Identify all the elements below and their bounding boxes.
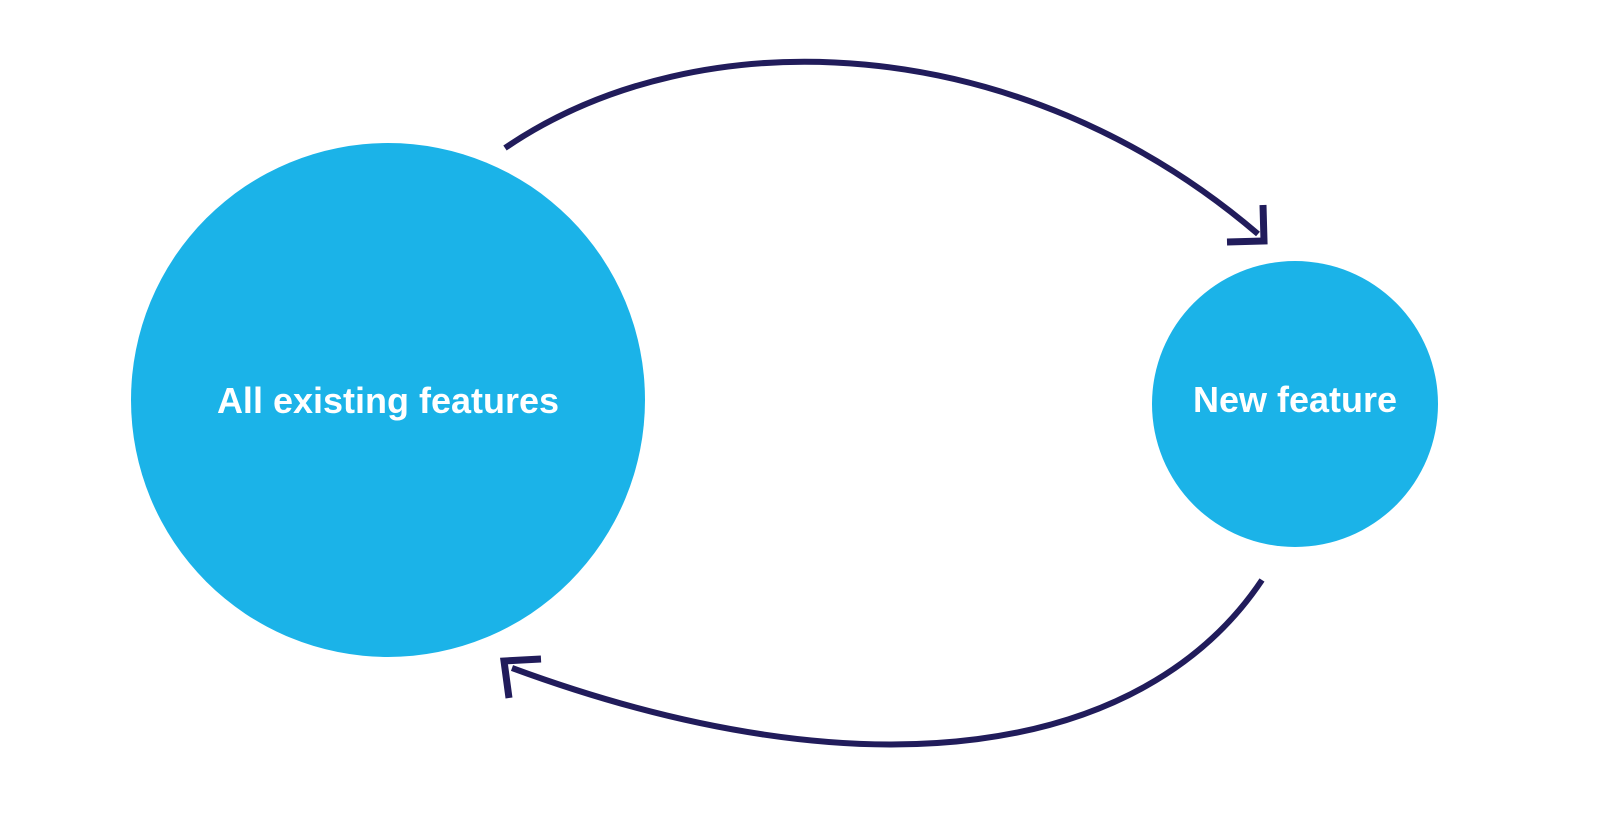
- arrow-new-to-existing: [500, 578, 1265, 748]
- all-existing-features-label: All existing features: [217, 380, 559, 421]
- new-feature-label: New feature: [1193, 379, 1397, 420]
- bottom-arrowhead-icon: [500, 655, 542, 699]
- all-existing-features-circle: [131, 143, 645, 657]
- bottom-arrow-curve: [510, 578, 1265, 748]
- new-feature-circle: [1152, 261, 1438, 547]
- top-arrow-curve: [503, 58, 1260, 237]
- node-all-existing-features: All existing features: [131, 143, 645, 657]
- arrow-existing-to-new: [503, 58, 1268, 246]
- top-arrowhead-icon: [1226, 204, 1268, 246]
- node-new-feature: New feature: [1152, 261, 1438, 547]
